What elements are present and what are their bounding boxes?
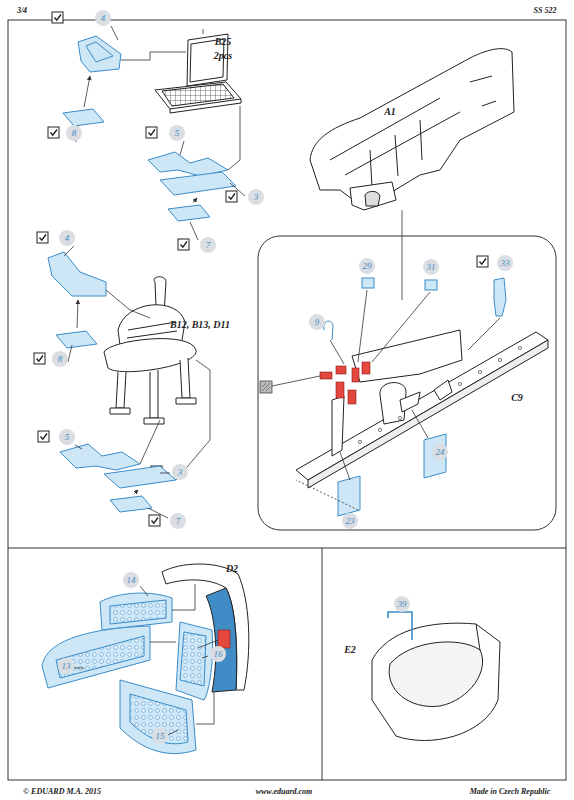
callout-number: 29 [359, 258, 375, 274]
callout-number: 9 [309, 314, 325, 330]
part-name: C9 [511, 392, 523, 404]
footer-text: www.eduard.com [256, 787, 313, 796]
callout-number: 8 [52, 351, 68, 367]
callout-number: 4 [59, 230, 75, 246]
callout-number: 23 [342, 513, 358, 529]
callout-number: 15 [152, 728, 168, 744]
callout-number: 31 [423, 259, 439, 275]
callout-number: 33 [497, 255, 513, 271]
callout-number: 5 [169, 125, 185, 141]
callout-number: 16 [210, 646, 226, 662]
part-name: 2pcs [214, 50, 232, 62]
callout-number: 7 [170, 513, 186, 529]
sheet-header: 3/4 [17, 6, 27, 15]
callout-number: 5 [59, 429, 75, 445]
part-name: D2 [226, 563, 238, 575]
sheet-header: SS 522 [534, 6, 557, 15]
callout-number: 7 [200, 237, 216, 253]
part-name: B12, B13, D11 [170, 319, 230, 331]
callout-number: 8 [66, 125, 82, 141]
part-name: A1 [384, 106, 396, 118]
part-name: B25 [215, 36, 232, 48]
footer-text: © EDUARD M.A. 2015 [23, 787, 101, 796]
footer-text: Made in Czech Republic [470, 787, 551, 796]
callout-number: 39 [394, 596, 410, 612]
callout-number: 4 [95, 10, 111, 26]
callout-number: 24 [432, 444, 448, 460]
callout-number: 3 [172, 464, 188, 480]
callout-number: 13 [58, 658, 74, 674]
part-name: E2 [344, 644, 356, 656]
callout-number: 3 [248, 189, 264, 205]
callout-number: 14 [123, 572, 139, 588]
